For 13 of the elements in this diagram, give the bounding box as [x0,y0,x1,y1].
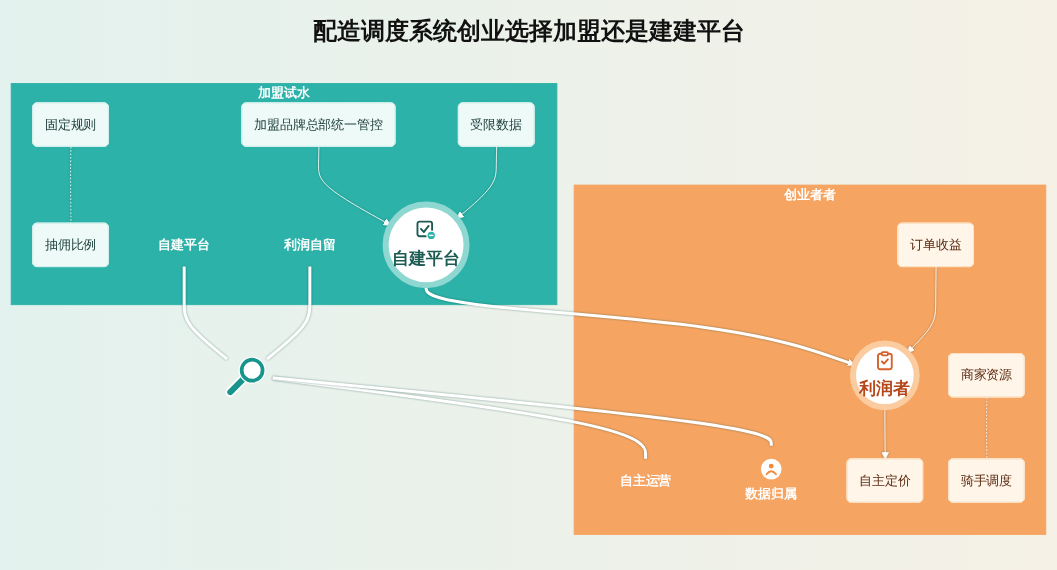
node-circle: 利润者 [850,340,920,411]
connector [182,266,228,361]
connector [266,266,312,361]
connector [272,377,648,459]
connector [986,397,988,460]
node-label: 数据归属 [745,485,798,501]
connector [272,376,773,446]
node-text: 自建平台 [158,236,211,253]
node-text: 利润自留 [284,236,336,253]
diagram-title: 配造调度系统创业选择加盟还是建建平台 [311,16,746,46]
connector [70,146,72,224]
node-circle: 自建平台 [382,201,470,289]
node-text: 自主运营 [619,472,672,489]
